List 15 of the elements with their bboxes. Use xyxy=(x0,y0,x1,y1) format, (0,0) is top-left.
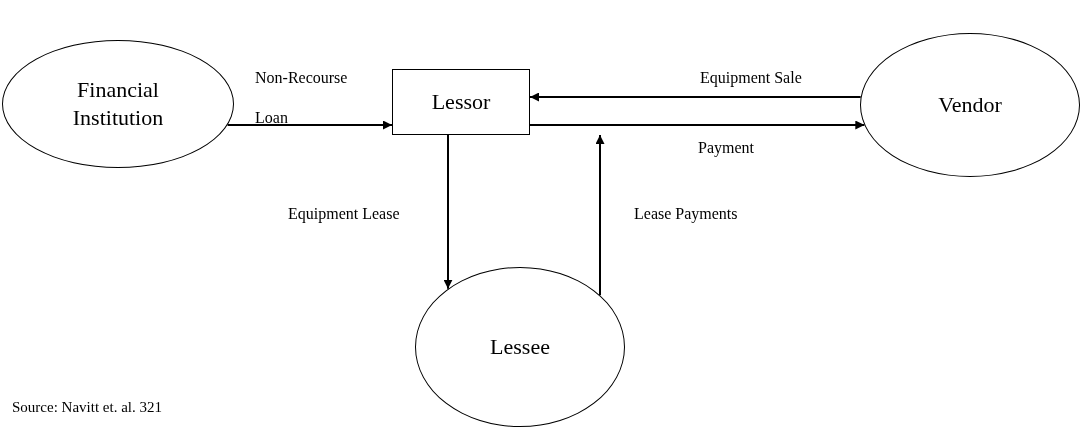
arrow xyxy=(443,134,453,290)
edge-label: Equipment Lease xyxy=(288,204,401,225)
node-label: Financial Institution xyxy=(71,76,165,132)
arrow xyxy=(226,120,393,130)
arrow xyxy=(595,134,605,297)
source-note: Source: Navitt et. al. 321 xyxy=(12,398,162,417)
node-label: Lessee xyxy=(490,333,550,361)
edge-label: Payment xyxy=(698,138,755,159)
edge-label: Non-Recourse Loan xyxy=(255,68,349,128)
arrow xyxy=(529,92,862,102)
node-label: Lessor xyxy=(431,88,491,116)
edge-label: Equipment Sale xyxy=(700,68,803,89)
entity-box xyxy=(392,69,530,135)
node-label: Vendor xyxy=(938,91,1002,119)
edge-label: Lease Payments xyxy=(634,204,739,225)
